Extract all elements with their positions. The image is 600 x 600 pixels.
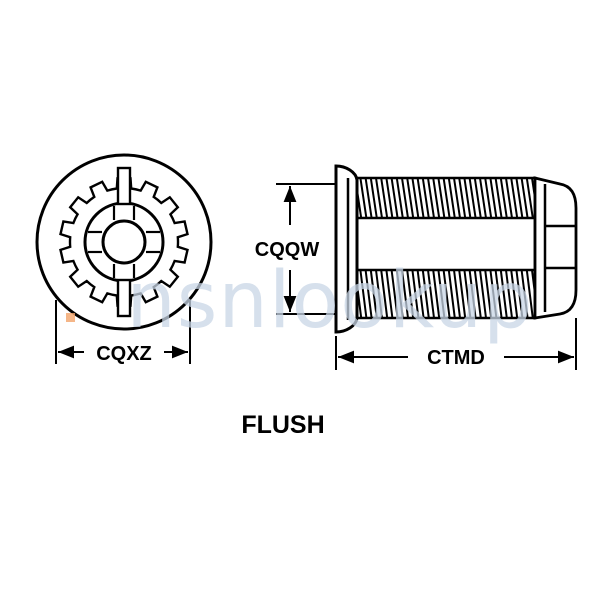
thread-line — [525, 177, 534, 218]
side-view — [334, 164, 578, 334]
thread-line — [432, 270, 441, 318]
thread-line — [494, 270, 503, 318]
thread-line — [427, 270, 435, 318]
thread-line — [416, 270, 425, 318]
thread-line — [406, 270, 415, 318]
thread-line — [357, 183, 363, 218]
dimension-label-ctmd: CTMD — [427, 347, 485, 369]
end-nut — [533, 176, 578, 320]
thread-line — [411, 270, 420, 318]
thread-line — [499, 177, 508, 218]
thread-line — [458, 270, 467, 318]
thread-line — [442, 270, 451, 318]
thread-line — [510, 177, 519, 218]
thread-line — [432, 177, 441, 218]
thread-line — [525, 270, 534, 318]
thread-line — [453, 270, 461, 318]
front-view — [35, 153, 213, 331]
thread-line — [427, 177, 435, 218]
thread-line — [453, 177, 461, 218]
thread-line — [489, 270, 498, 318]
thread-line — [463, 270, 472, 318]
dimension-cqxz — [55, 300, 191, 364]
thread-line — [442, 177, 451, 218]
thread-line — [375, 270, 383, 318]
thread-line — [447, 177, 456, 218]
thread-line — [406, 177, 415, 218]
thread-line — [359, 270, 368, 318]
caption: FLUSH — [241, 411, 324, 439]
thread-line — [364, 177, 373, 218]
dimension-ctmd — [335, 318, 577, 370]
thread-line — [416, 177, 425, 218]
thread-line — [395, 177, 404, 218]
thread-line — [468, 270, 477, 318]
top-key — [116, 166, 132, 206]
thread-line — [515, 177, 524, 218]
thread-line — [395, 270, 404, 318]
thread-line — [437, 177, 446, 218]
thread-line — [401, 177, 409, 218]
thread-line — [421, 177, 430, 218]
thread-line — [520, 270, 529, 318]
watermark: nsnlookup — [126, 256, 533, 346]
thread-line — [484, 270, 493, 318]
thread-line — [437, 270, 446, 318]
thread-line — [359, 177, 368, 218]
thread-line — [479, 177, 487, 218]
thread-line — [357, 276, 363, 318]
thread-line — [520, 177, 529, 218]
thread-line — [385, 270, 394, 318]
thread-line — [411, 177, 420, 218]
thread-line — [510, 270, 519, 318]
thread-line — [505, 270, 513, 318]
outer-rim — [35, 153, 213, 331]
thread-line — [375, 177, 383, 218]
thread-line — [473, 270, 482, 318]
thread-line — [458, 177, 467, 218]
dimension-label-cqxz: CQXZ — [96, 343, 152, 365]
thread-line — [369, 177, 378, 218]
watermark-dot — [66, 313, 75, 322]
thread-line — [364, 270, 373, 318]
bottom-key — [116, 278, 132, 318]
thread-line — [484, 177, 493, 218]
thread-line — [494, 177, 503, 218]
thread-line — [499, 270, 508, 318]
thread-line — [489, 177, 498, 218]
bore-slots — [88, 206, 160, 278]
thread-line — [380, 270, 389, 318]
thread-line — [505, 177, 513, 218]
thread-line — [390, 177, 399, 218]
thread-line — [390, 270, 399, 318]
thread-line — [369, 270, 378, 318]
center-bore — [101, 219, 147, 265]
thread-line — [473, 177, 482, 218]
thread-line — [447, 270, 456, 318]
thread-line — [463, 177, 472, 218]
thread-line — [468, 177, 477, 218]
thread-line — [380, 177, 389, 218]
dimension-cqqw — [276, 183, 336, 315]
thread-line — [515, 270, 524, 318]
dimension-label-cqqw: CQQW — [255, 239, 320, 261]
thread-line — [385, 177, 394, 218]
thread-line — [479, 270, 487, 318]
thread-line — [421, 270, 430, 318]
thread-line — [401, 270, 409, 318]
